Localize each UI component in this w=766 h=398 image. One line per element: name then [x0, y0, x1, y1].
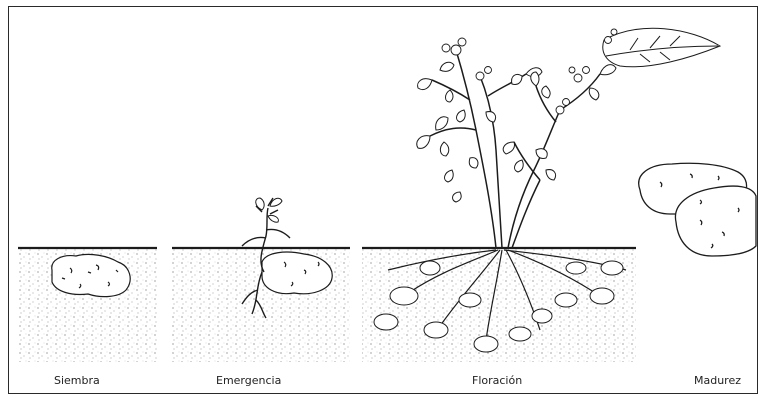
stage-label-emergencia: Emergencia: [216, 374, 281, 387]
stage-siembra-illustration: [18, 247, 157, 362]
stage-emergencia-illustration: [172, 198, 350, 362]
large-leaf: [603, 28, 720, 67]
stage-label-madurez: Madurez: [694, 374, 741, 387]
stage-madurez-illustration: [639, 163, 756, 256]
stage-label-floracion: Floración: [472, 374, 522, 387]
stage-label-siembra: Siembra: [54, 374, 100, 387]
